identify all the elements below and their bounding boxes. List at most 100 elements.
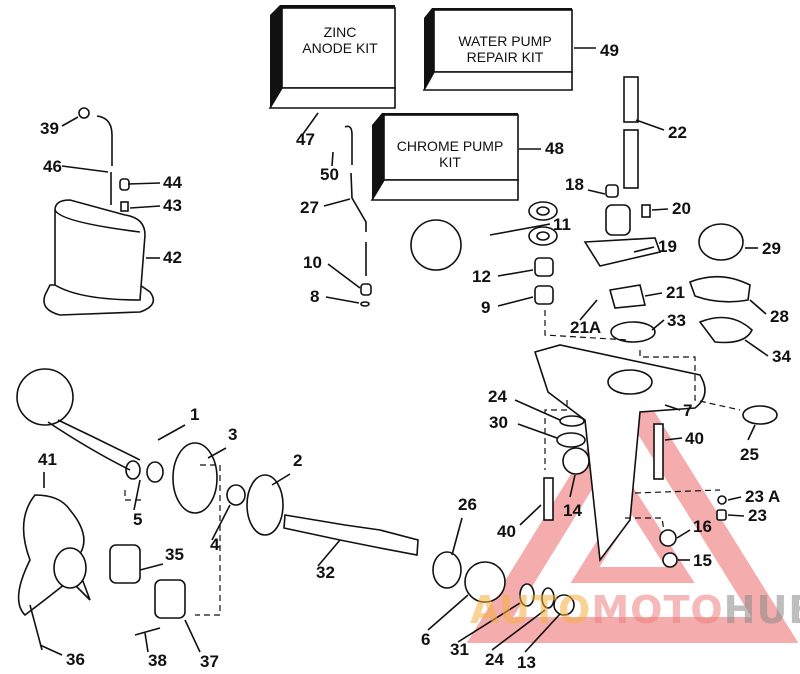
watermark-moto: MOTO xyxy=(591,588,724,632)
leader-line xyxy=(327,263,361,289)
callout-23a: 23 A xyxy=(745,487,780,506)
leader-line xyxy=(517,423,558,439)
zinc-anode-kit-label: ZINC ANODE KIT xyxy=(302,24,378,56)
leader-line xyxy=(727,514,745,517)
water-pump-repair-kit-label: WATER PUMP REPAIR KIT xyxy=(458,33,552,65)
callout-28: 28 xyxy=(770,307,789,326)
callout-39: 39 xyxy=(40,119,59,138)
callout-24: 24 xyxy=(485,650,504,669)
leader-line xyxy=(39,644,63,656)
leader-line xyxy=(497,296,534,307)
callout-30: 30 xyxy=(489,413,508,432)
leader-line xyxy=(323,198,351,207)
watermark-logo: AUTOMOTOHUB xyxy=(470,588,800,632)
callout-27: 27 xyxy=(300,198,319,217)
callout-42: 42 xyxy=(163,248,182,267)
part-42-exhaust-housing xyxy=(43,199,155,316)
leader-line xyxy=(133,479,141,511)
leader-line xyxy=(651,319,665,331)
callout-47: 47 xyxy=(296,130,315,149)
leader-line xyxy=(139,563,164,571)
watermark-hub: HUB xyxy=(723,588,800,632)
callout-2: 2 xyxy=(293,451,302,470)
callout-1: 1 xyxy=(190,405,199,424)
callout-34: 34 xyxy=(772,347,791,366)
callout-40: 40 xyxy=(497,522,516,541)
leader-line xyxy=(579,299,598,321)
leader-line xyxy=(184,619,201,653)
leader-line xyxy=(633,246,655,253)
leader-line xyxy=(676,529,691,539)
callout-33: 33 xyxy=(667,311,686,330)
leader-line xyxy=(325,296,360,304)
leader-line xyxy=(587,189,606,195)
leader-line xyxy=(651,208,669,211)
callout-16: 16 xyxy=(693,517,712,536)
callout-25: 25 xyxy=(740,445,759,464)
callout-49: 49 xyxy=(600,41,619,60)
callout-35: 35 xyxy=(165,545,184,564)
leader-line xyxy=(302,112,319,135)
callout-44: 44 xyxy=(163,173,182,192)
detail-circle xyxy=(16,368,74,426)
watermark-auto: AUTO xyxy=(470,588,592,632)
callout-11: 11 xyxy=(553,215,571,234)
bearing-detail-circle xyxy=(410,219,462,271)
callout-6: 6 xyxy=(421,630,430,649)
callout-46: 46 xyxy=(43,157,62,176)
callout-32: 32 xyxy=(316,563,335,582)
leader-line xyxy=(664,404,681,411)
leader-line xyxy=(129,205,161,209)
leader-line xyxy=(157,424,186,441)
callout-8: 8 xyxy=(310,287,319,306)
chrome-pump-kit-box xyxy=(370,113,519,201)
callout-21: 21 xyxy=(666,283,685,302)
callout-29: 29 xyxy=(762,239,781,258)
leader-line xyxy=(457,602,521,643)
leader-line xyxy=(519,504,542,526)
callout-40: 40 xyxy=(685,429,704,448)
callout-19: 19 xyxy=(658,237,677,256)
callout-37: 37 xyxy=(200,652,219,671)
leader-line xyxy=(271,473,291,486)
leader-line xyxy=(747,424,756,441)
callout-13: 13 xyxy=(517,653,536,672)
leader-line xyxy=(127,182,161,185)
callout-31: 31 xyxy=(450,640,469,659)
leader-line xyxy=(644,292,663,297)
leader-line xyxy=(744,339,769,357)
callout-22: 22 xyxy=(668,123,687,142)
zinc-anode-kit-box xyxy=(268,5,396,109)
leader-line xyxy=(61,165,109,173)
leader-line xyxy=(491,609,546,651)
leader-line xyxy=(635,119,665,131)
leader-line xyxy=(451,517,463,556)
chrome-pump-kit-label: CHROME PUMP KIT xyxy=(396,138,504,170)
callout-43: 43 xyxy=(163,196,182,215)
callout-10: 10 xyxy=(303,253,322,272)
callout-5: 5 xyxy=(133,510,142,529)
callout-36: 36 xyxy=(66,650,85,669)
leader-line xyxy=(61,116,79,127)
callout-24: 24 xyxy=(488,387,507,406)
callout-9: 9 xyxy=(481,298,490,317)
callout-15: 15 xyxy=(693,551,712,570)
callout-7: 7 xyxy=(683,401,692,420)
callout-4: 4 xyxy=(210,535,220,554)
leader-line xyxy=(211,504,231,541)
callout-23: 23 xyxy=(748,506,767,525)
water-pump-repair-kit-box xyxy=(422,8,573,91)
leader-line xyxy=(144,632,149,653)
leader-line xyxy=(497,269,534,277)
callout-3: 3 xyxy=(228,425,237,444)
leader-line xyxy=(331,151,334,167)
leader-line xyxy=(727,496,742,501)
callout-14: 14 xyxy=(563,501,582,520)
callout-48: 48 xyxy=(545,139,564,158)
callout-50: 50 xyxy=(320,165,339,184)
leader-line xyxy=(749,299,767,315)
leader-line xyxy=(664,437,683,441)
leader-line xyxy=(427,594,469,631)
